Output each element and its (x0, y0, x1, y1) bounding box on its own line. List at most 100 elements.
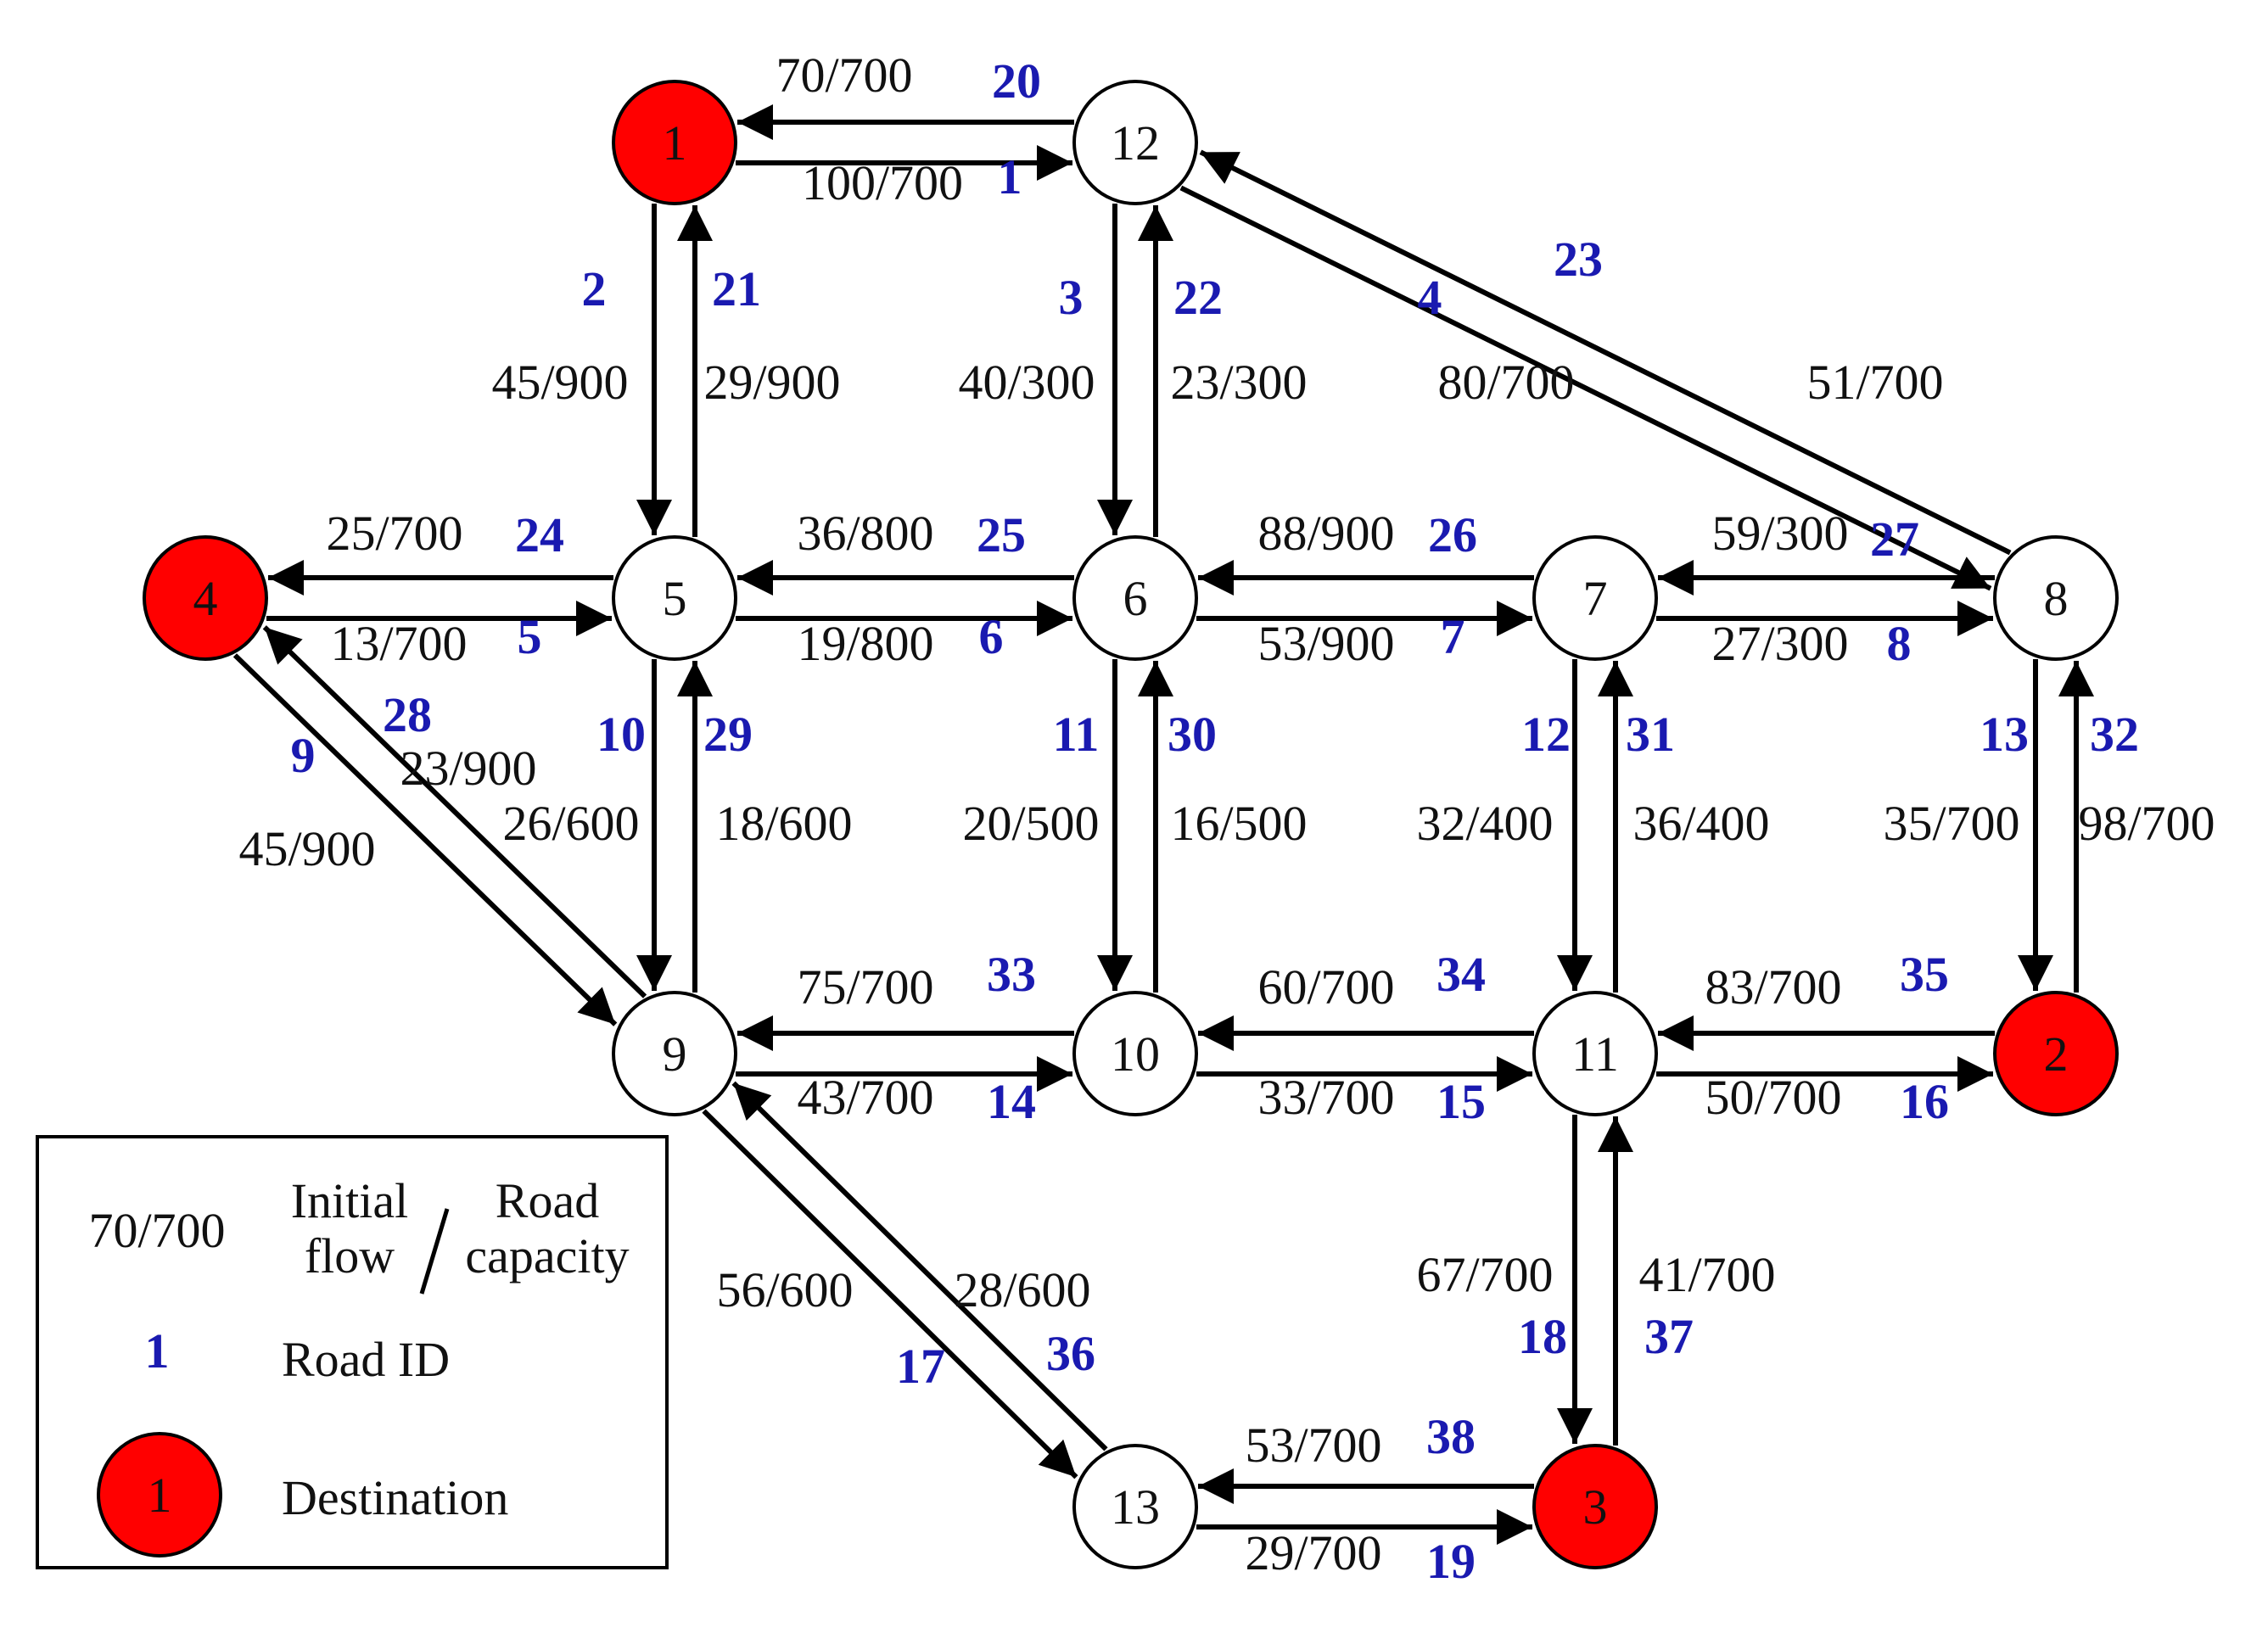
node-circle (1532, 535, 1658, 661)
road-4-flow-label: 80/700 (1437, 355, 1574, 410)
legend-destination-example: 1 (148, 1468, 172, 1523)
road-26-id-label: 26 (1428, 507, 1477, 562)
road-9-flow-label: 45/900 (238, 821, 375, 876)
road-3-flow-label: 40/300 (958, 355, 1095, 410)
node-12-label: 12 (1111, 115, 1160, 171)
road-11-flow-label: 20/500 (962, 796, 1099, 851)
node-11-label: 11 (1571, 1026, 1619, 1082)
node-13-label: 13 (1111, 1479, 1160, 1535)
road-31-flow-label: 36/400 (1632, 796, 1769, 851)
node-7: 7 (1532, 535, 1658, 661)
road-25-id-label: 25 (977, 507, 1026, 562)
road-36-arrow (731, 1081, 1108, 1451)
legend-road-id-label: Road ID (282, 1332, 450, 1387)
road-20-id-label: 20 (992, 53, 1041, 109)
road-1-flow-label: 100/700 (802, 155, 963, 210)
node-5: 5 (612, 535, 737, 661)
road-21-flow-label: 29/900 (703, 355, 840, 410)
node-12: 12 (1072, 80, 1198, 205)
road-edges (232, 104, 2094, 1545)
road-32-id-label: 32 (2090, 707, 2139, 762)
road-12-flow-label: 32/400 (1416, 796, 1553, 851)
node-8: 8 (1993, 535, 2119, 661)
road-10-id-label: 10 (596, 707, 646, 762)
road-17-arrow (702, 1109, 1078, 1479)
road-6-flow-label: 19/800 (797, 616, 933, 671)
road-8-flow-label: 27/300 (1711, 616, 1848, 671)
road-22-flow-label: 23/300 (1170, 355, 1307, 410)
road-38-flow-label: 53/700 (1245, 1418, 1381, 1473)
road-34-flow-label: 60/700 (1257, 959, 1394, 1015)
road-14-id-label: 14 (987, 1074, 1036, 1129)
road-28-id-label: 28 (383, 687, 432, 742)
road-19-id-label: 19 (1426, 1534, 1476, 1589)
road-15-id-label: 15 (1436, 1074, 1486, 1129)
road-16-flow-label: 50/700 (1705, 1070, 1841, 1125)
road-36-flow-label: 28/600 (954, 1262, 1090, 1317)
road-18-id-label: 18 (1518, 1309, 1567, 1364)
road-17-flow-label: 56/600 (716, 1262, 853, 1317)
node-8-label: 8 (2044, 571, 2069, 626)
destination-node-circle (612, 80, 737, 205)
road-22-id-label: 22 (1173, 270, 1223, 325)
node-4-label: 4 (193, 571, 218, 626)
road-26-flow-label: 88/900 (1257, 506, 1394, 561)
road-27-flow-label: 59/300 (1711, 506, 1848, 561)
road-9-id-label: 9 (291, 728, 316, 783)
legend-capacity-label: capacity (465, 1228, 629, 1283)
road-35-flow-label: 83/700 (1705, 959, 1841, 1015)
road-19-flow-label: 29/700 (1245, 1525, 1381, 1580)
road-27-id-label: 27 (1870, 512, 1919, 567)
road-1-id-label: 1 (998, 149, 1022, 204)
node-4: 4 (143, 535, 268, 661)
node-10-label: 10 (1111, 1026, 1160, 1082)
road-5-id-label: 5 (518, 609, 542, 664)
node-circle (1993, 535, 2119, 661)
road-7-flow-label: 53/900 (1257, 616, 1394, 671)
road-12-id-label: 12 (1521, 707, 1571, 762)
node-6-label: 6 (1123, 571, 1148, 626)
road-28-arrow (262, 625, 647, 998)
legend-destination-marker (97, 1432, 222, 1558)
road-29-id-label: 29 (703, 707, 753, 762)
road-9-arrow (232, 653, 618, 1026)
road-35-id-label: 35 (1900, 947, 1949, 1002)
road-32-flow-label: 98/700 (2078, 796, 2215, 851)
road-5-flow-label: 13/700 (330, 616, 467, 671)
destination-node-circle (143, 535, 268, 661)
legend-initial-label: Initial (291, 1173, 409, 1228)
node-circle (1072, 991, 1198, 1116)
road-6-id-label: 6 (979, 609, 1004, 664)
destination-node-circle (1532, 1444, 1658, 1569)
road-37-id-label: 37 (1644, 1309, 1694, 1364)
node-circle (1072, 535, 1198, 661)
node-13: 13 (1072, 1444, 1198, 1569)
road-24-id-label: 24 (515, 507, 564, 562)
road-11-id-label: 11 (1053, 707, 1100, 762)
road-17-id-label: 17 (896, 1339, 945, 1394)
road-36-id-label: 36 (1046, 1326, 1095, 1381)
legend-road-label: Road (496, 1173, 599, 1228)
road-23-flow-label: 51/700 (1806, 355, 1943, 410)
node-1-label: 1 (663, 115, 687, 171)
node-circle (612, 991, 737, 1116)
road-16-id-label: 16 (1900, 1074, 1949, 1129)
node-3: 3 (1532, 1444, 1658, 1569)
road-28-flow-label: 23/900 (400, 741, 536, 796)
road-10-flow-label: 26/600 (502, 796, 639, 851)
node-circle (1532, 991, 1658, 1116)
road-2-flow-label: 45/900 (491, 355, 628, 410)
legend-separator (419, 1208, 450, 1295)
road-13-flow-label: 35/700 (1883, 796, 2019, 851)
destination-node-circle (1993, 991, 2119, 1116)
road-18-flow-label: 67/700 (1416, 1247, 1553, 1302)
legend-flow-label: flow (305, 1228, 395, 1283)
node-7-label: 7 (1583, 571, 1608, 626)
road-13-id-label: 13 (1980, 707, 2029, 762)
node-circle (1072, 1444, 1198, 1569)
road-38-id-label: 38 (1426, 1409, 1476, 1464)
node-2-label: 2 (2044, 1026, 2069, 1082)
road-31-id-label: 31 (1626, 707, 1675, 762)
